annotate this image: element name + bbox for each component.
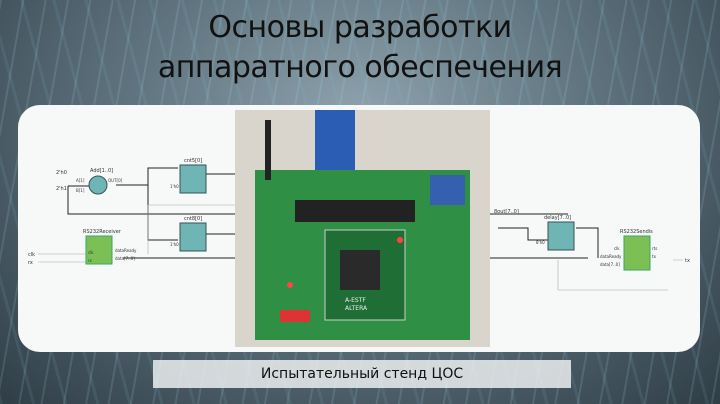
adder-label: Add[1..0] xyxy=(90,168,113,174)
adder-port-a: A[1] xyxy=(76,178,85,183)
slide-caption: Испытательный стенд ЦОС xyxy=(153,360,571,388)
register-cnt8-const: 1'h0 xyxy=(170,242,179,247)
bus-label: 8out[7..0] xyxy=(494,209,519,215)
title-line-1: Основы разработки xyxy=(208,10,512,45)
sender-out-rts: rts xyxy=(652,246,657,251)
slide-title: Основы разработки аппаратного обеспечени… xyxy=(0,8,720,88)
title-line-2: аппаратного обеспечения xyxy=(157,50,563,85)
rs232-sender-block xyxy=(623,235,651,271)
adder-input-a: 2'h0 xyxy=(56,170,67,176)
delay-label: delay[7..0] xyxy=(544,215,571,221)
delay-register xyxy=(547,221,575,251)
board-label-1: A-ESTF xyxy=(345,297,366,304)
sender-port-clk: clk xyxy=(614,246,620,251)
delay-const: 8'h0 xyxy=(536,240,545,245)
register-cnt5-const: 1'h0 xyxy=(170,184,179,189)
fpga-board-photo: A-ESTF ALTERA xyxy=(235,110,490,347)
register-cnt5-label: cnt5[0] xyxy=(184,158,202,164)
receiver-out-data: data[7..0] xyxy=(115,256,135,261)
rs232-receiver-block xyxy=(85,235,113,265)
adder-input-b: 2'h1 xyxy=(56,186,67,192)
sender-out-tx: tx xyxy=(652,254,657,259)
input-pin-rx: rx xyxy=(28,260,33,266)
receiver-port-clk: clk xyxy=(88,250,94,255)
sender-port-dataready: dataReady xyxy=(600,254,622,259)
adder-output: OUT[0] xyxy=(108,178,123,183)
register-cnt8 xyxy=(179,222,207,252)
adder-symbol xyxy=(88,175,108,195)
register-cnt8-label: cnt8[0] xyxy=(184,216,202,222)
receiver-label: RS232Receiver xyxy=(83,229,122,235)
sender-label: RS232Sendis xyxy=(620,229,653,235)
receiver-port-rx: rx xyxy=(88,258,93,263)
sender-port-data: data[7..0] xyxy=(600,262,620,267)
board-label-2: ALTERA xyxy=(345,305,368,312)
register-cnt5 xyxy=(179,164,207,194)
receiver-out-dataready: dataReady xyxy=(115,248,137,253)
input-pin-clk: clk xyxy=(28,252,35,258)
adder-port-b: B[1] xyxy=(76,188,85,193)
output-pin-tx: tx xyxy=(685,258,690,264)
rtl-schematic: Add[1..0] 2'h0 2'h1 A[1] B[1] OUT[0] cnt… xyxy=(28,158,690,291)
